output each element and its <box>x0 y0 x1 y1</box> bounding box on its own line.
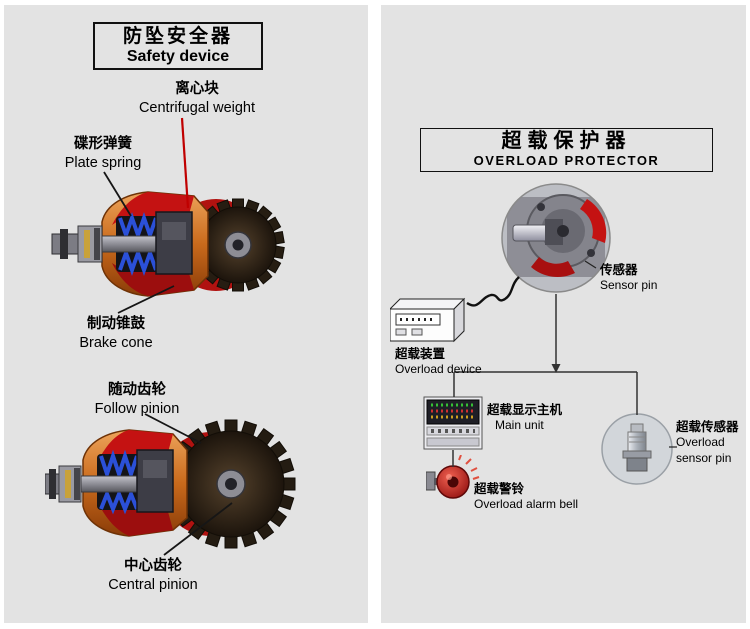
overload-sensor-label-cn: 超载传感器 <box>676 420 739 434</box>
bell-bracket <box>426 471 436 491</box>
device-top <box>390 298 466 310</box>
overload-device-illustration <box>390 297 466 343</box>
ring-marks <box>458 455 480 480</box>
weight-block <box>136 449 174 513</box>
sensor-assembly-photo <box>501 183 611 293</box>
overload-protector-title-box: 超载保护器 OVERLOAD PROTECTOR <box>420 128 713 172</box>
main-unit-label-en: Main unit <box>495 418 544 433</box>
main-unit-label-cn: 超载显示主机 <box>487 403 563 417</box>
sensor-pin-label-cn: 传感器 <box>600 263 638 277</box>
down-arrow <box>551 364 561 373</box>
central-pinion-label-en: Central pinion <box>108 576 198 593</box>
sensor-pin-label: 传感器 Sensor pin <box>600 262 657 294</box>
safety-device-title-en: Safety device <box>126 47 230 65</box>
shaft-band <box>49 469 56 499</box>
brake-cone-label-cn: 制动锥鼓 <box>86 316 145 332</box>
shaft-band <box>60 229 68 259</box>
sensor-pin-label-en: Sensor pin <box>600 278 658 293</box>
brake-cone-label: 制动锥鼓 Brake cone <box>79 315 152 353</box>
overload-device-label: 超载装置 Overload device <box>395 346 482 378</box>
overload-device-label-cn: 超载装置 <box>395 347 446 361</box>
brake-cone-label-en: Brake cone <box>79 334 153 351</box>
main-unit-label: 超载显示主机 Main unit <box>487 402 562 434</box>
overload-sensor-label: 超载传感器 Overload sensor pin <box>676 419 739 466</box>
safety-device-cutaway-bottom-illustration <box>45 419 296 549</box>
alarm-bell-label-cn: 超载警铃 <box>474 482 525 496</box>
brass-ring <box>84 230 90 258</box>
central-pinion-label-cn: 中心齿轮 <box>123 558 182 574</box>
plate-spring-label: 碟形弹簧 Plate spring <box>65 135 142 173</box>
brass-ring <box>65 470 71 498</box>
centrifugal-weight-label-en: Centrifugal weight <box>138 99 256 116</box>
device-side <box>453 297 465 343</box>
safety-device-title-box: 防坠安全器 Safety device <box>93 22 263 70</box>
weight-detail <box>143 460 167 478</box>
follow-pinion-label-en: Follow pinion <box>94 400 180 417</box>
dark-ring <box>74 468 80 500</box>
safety-device-panel: 防坠安全器 Safety device 离心块 Centrifugal weig… <box>4 5 368 623</box>
alarm-bell-label: 超载警铃 Overload alarm bell <box>474 481 578 513</box>
overload-protector-title-cn: 超载保护器 <box>501 130 632 153</box>
follow-pinion-label-cn: 随动齿轮 <box>107 382 166 398</box>
overload-protector-panel: 超载保护器 OVERLOAD PROTECTOR <box>381 5 746 623</box>
main-unit-illustration <box>423 396 483 450</box>
centrifugal-weight-label: 离心块 Centrifugal weight <box>139 80 255 118</box>
dark-ring <box>94 228 100 260</box>
safety-device-cutaway-top-illustration <box>51 191 285 297</box>
overload-sensor-photo <box>601 413 673 485</box>
weight-detail <box>162 222 186 240</box>
bell-highlight <box>446 474 452 480</box>
plate-spring-label-en: Plate spring <box>64 154 142 171</box>
plate-spring-bottom <box>99 488 139 515</box>
central-pinion-label: 中心齿轮 Central pinion <box>108 557 197 595</box>
overload-sensor-label-en1: Overload <box>676 435 725 450</box>
centrifugal-weight-label-cn: 离心块 <box>175 81 219 97</box>
bottom-strip <box>426 437 480 447</box>
follow-pinion-label: 随动齿轮 Follow pinion <box>95 381 180 419</box>
overload-protector-title-en: OVERLOAD PROTECTOR <box>473 153 660 169</box>
alarm-bell-label-en: Overload alarm bell <box>474 497 579 512</box>
overload-sensor-label-en2: sensor pin <box>676 450 732 465</box>
device-button <box>411 328 423 336</box>
safety-device-title-cn: 防坠安全器 <box>122 25 233 47</box>
plate-spring-top <box>118 211 158 242</box>
plate-spring-bottom <box>118 246 158 277</box>
overload-device-label-en: Overload device <box>395 362 482 377</box>
plate-spring-top <box>99 449 139 481</box>
device-button <box>395 328 407 336</box>
plate-spring-label-cn: 碟形弹簧 <box>73 136 132 152</box>
gear <box>191 198 285 292</box>
centrifugal-weight-block <box>155 211 193 275</box>
